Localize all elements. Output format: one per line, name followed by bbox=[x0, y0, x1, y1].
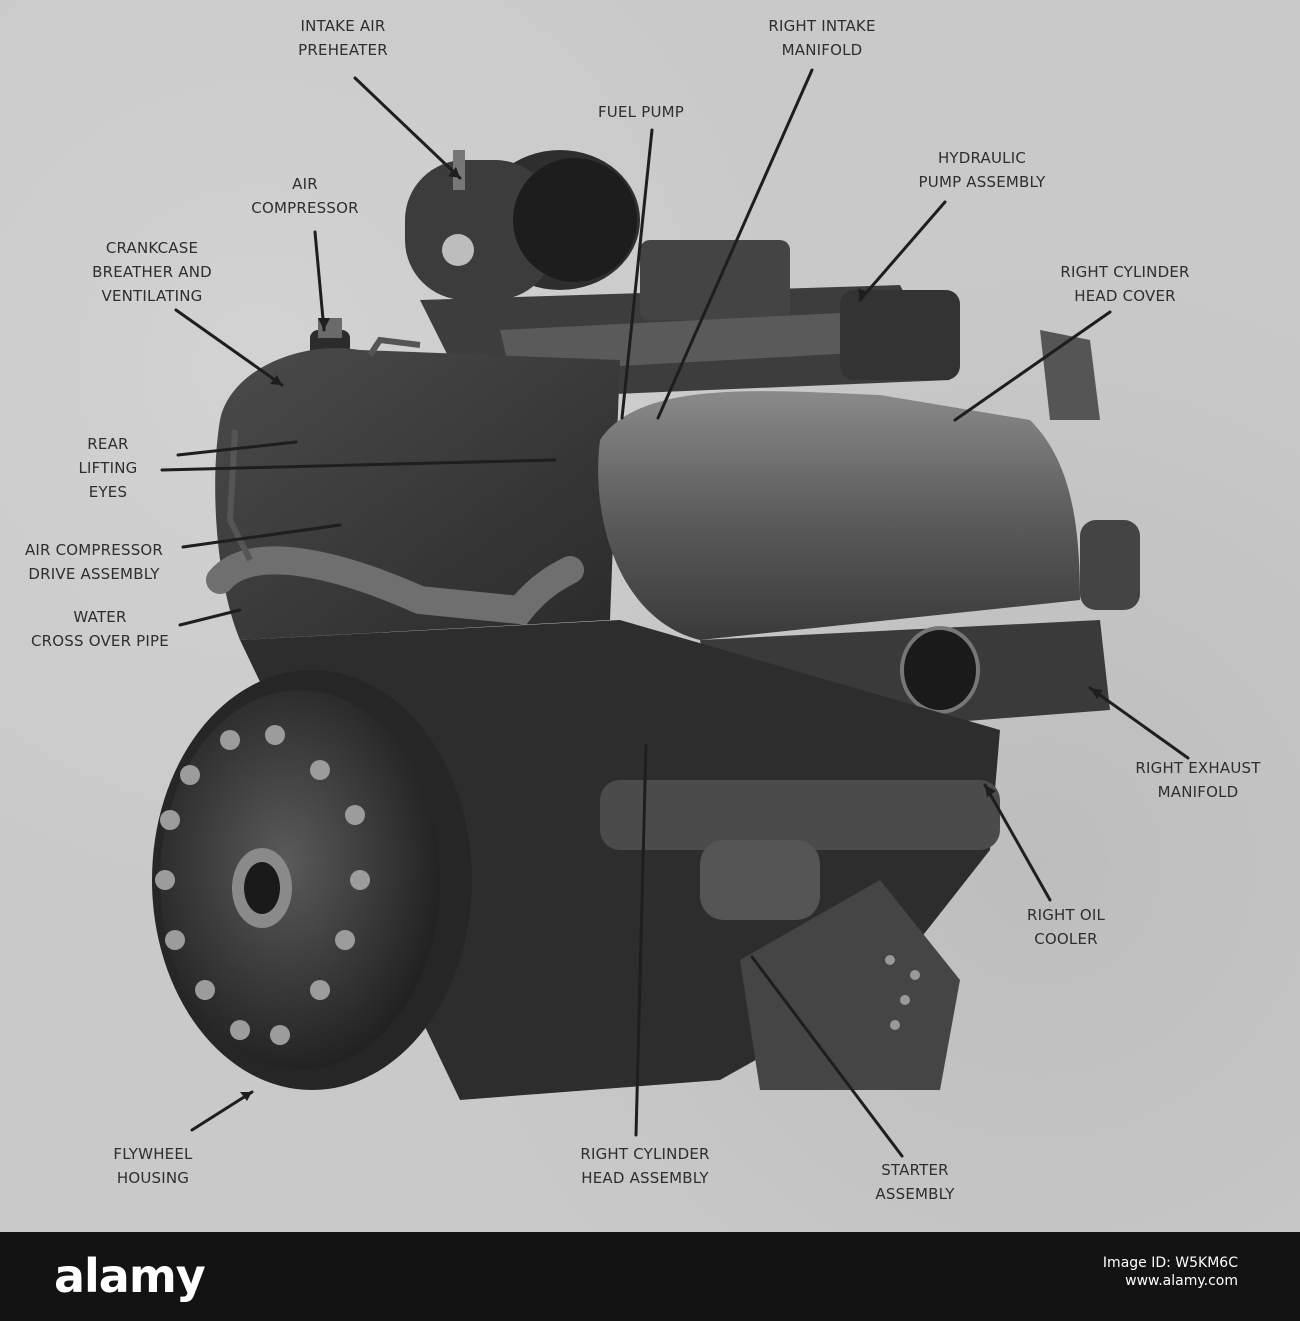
callout-right-exhaust-manifold: RIGHT EXHAUST MANIFOLD bbox=[1108, 756, 1288, 804]
callout-right-intake-manifold: RIGHT INTAKE MANIFOLD bbox=[738, 14, 906, 62]
callout-line: RIGHT CYLINDER bbox=[580, 1145, 710, 1163]
footer-bar bbox=[0, 1232, 1300, 1321]
callout-line: REAR bbox=[87, 435, 129, 453]
callout-flywheel-housing: FLYWHEEL HOUSING bbox=[88, 1142, 218, 1190]
callout-line: INTAKE AIR bbox=[300, 17, 386, 35]
callout-line: COMPRESSOR bbox=[251, 199, 359, 217]
preheater-drum bbox=[405, 150, 640, 300]
callout-air-compressor: AIR COMPRESSOR bbox=[222, 172, 388, 220]
callout-crankcase-breather: CRANKCASE BREATHER AND VENTILATING bbox=[72, 236, 232, 308]
callout-line: AIR bbox=[292, 175, 318, 193]
callout-line: RIGHT INTAKE bbox=[768, 17, 876, 35]
callout-line: STARTER bbox=[881, 1161, 949, 1179]
callout-line: HEAD COVER bbox=[1074, 287, 1176, 305]
callout-line: HOUSING bbox=[116, 1169, 190, 1187]
brand-logo: alamy bbox=[54, 1249, 206, 1303]
callout-line: HEAD ASSEMBLY bbox=[581, 1169, 709, 1187]
callout-line: MANIFOLD bbox=[1157, 783, 1239, 801]
oil-cooler bbox=[600, 780, 1000, 920]
leader-arrowheads bbox=[240, 167, 1103, 1101]
callout-air-compressor-drive: AIR COMPRESSOR DRIVE ASSEMBLY bbox=[0, 538, 188, 586]
callout-line: FUEL PUMP bbox=[597, 103, 685, 121]
callout-line: LIFTING bbox=[78, 459, 138, 477]
site-url: www.alamy.com bbox=[1125, 1273, 1238, 1289]
callout-line: AIR COMPRESSOR bbox=[24, 541, 164, 559]
callout-line: PREHEATER bbox=[298, 41, 388, 59]
callout-hydraulic-pump-assembly: HYDRAULIC PUMP ASSEMBLY bbox=[884, 146, 1080, 194]
callout-line: CROSS OVER PIPE bbox=[31, 632, 169, 650]
callout-right-cylinder-head-cover: RIGHT CYLINDER HEAD COVER bbox=[1030, 260, 1220, 308]
callout-line: BREATHER AND bbox=[92, 263, 212, 281]
callout-line: DRIVE ASSEMBLY bbox=[28, 565, 160, 583]
starter-bolts bbox=[885, 955, 920, 1030]
callout-fuel-pump: FUEL PUMP bbox=[576, 100, 706, 124]
callout-line: RIGHT CYLINDER bbox=[1060, 263, 1190, 281]
exhaust-stack bbox=[1040, 330, 1100, 420]
image-id-label: Image ID: W5KM6C bbox=[1102, 1255, 1238, 1271]
leader-lines bbox=[160, 68, 1190, 1158]
callout-line: ASSEMBLY bbox=[875, 1185, 955, 1203]
exhaust-elbow bbox=[1080, 520, 1140, 610]
callout-water-cross-over-pipe: WATER CROSS OVER PIPE bbox=[10, 605, 190, 653]
callout-line: RIGHT OIL bbox=[1026, 906, 1106, 924]
callout-line: PUMP ASSEMBLY bbox=[918, 173, 1046, 191]
callout-right-oil-cooler: RIGHT OIL COOLER bbox=[1006, 903, 1126, 951]
callout-line: VENTILATING bbox=[101, 287, 203, 305]
engine-illustration bbox=[152, 68, 1190, 1158]
callout-intake-air-preheater: INTAKE AIR PREHEATER bbox=[268, 14, 418, 62]
water-pipe bbox=[206, 546, 584, 625]
stock-image-info: Image ID: W5KM6C www.alamy.com bbox=[1103, 1254, 1238, 1290]
callout-line: RIGHT EXHAUST bbox=[1135, 759, 1261, 777]
callout-line: FLYWHEEL bbox=[113, 1145, 193, 1163]
breather-pipe bbox=[226, 336, 421, 562]
starter-housing bbox=[740, 880, 960, 1090]
flywheel bbox=[152, 670, 472, 1090]
callout-line: COOLER bbox=[1034, 930, 1098, 948]
callout-line: MANIFOLD bbox=[781, 41, 863, 59]
cylinder-head-cover bbox=[598, 391, 1080, 640]
callout-line: WATER bbox=[73, 608, 127, 626]
callout-line: EYES bbox=[88, 483, 128, 501]
callout-right-cylinder-head-assembly: RIGHT CYLINDER HEAD ASSEMBLY bbox=[548, 1142, 742, 1190]
callout-line: HYDRAULIC bbox=[937, 149, 1027, 167]
callout-rear-lifting-eyes: REAR LIFTING EYES bbox=[58, 432, 158, 504]
callout-line: CRANKCASE bbox=[105, 239, 199, 257]
callout-starter-assembly: STARTER ASSEMBLY bbox=[852, 1158, 978, 1206]
